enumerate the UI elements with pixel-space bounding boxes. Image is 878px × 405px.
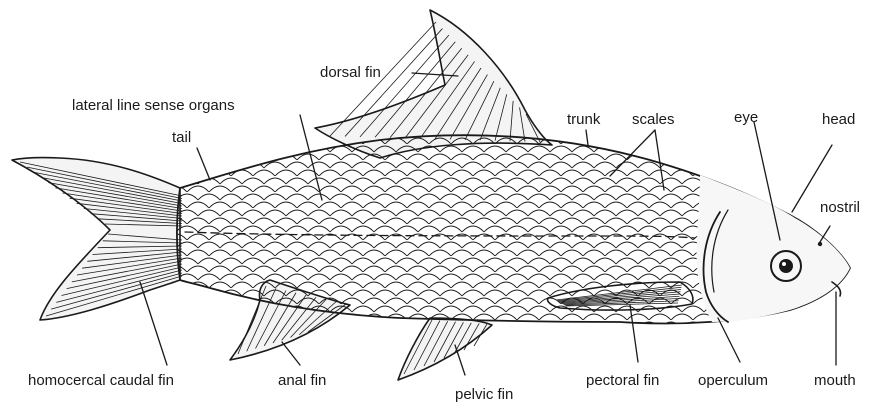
label-pelvic-fin: pelvic fin bbox=[455, 386, 513, 403]
caudal-fin-shape bbox=[12, 158, 182, 320]
label-pectoral-fin: pectoral fin bbox=[586, 372, 659, 389]
label-head: head bbox=[822, 111, 855, 128]
label-anal-fin: anal fin bbox=[278, 372, 326, 389]
label-nostril: nostril bbox=[820, 199, 860, 216]
label-dorsal-fin: dorsal fin bbox=[320, 64, 381, 81]
label-lateral-line: lateral line sense organs bbox=[72, 97, 235, 114]
label-trunk: trunk bbox=[567, 111, 601, 128]
label-eye: eye bbox=[734, 109, 758, 126]
pelvic-fin-shape bbox=[398, 318, 492, 380]
label-caudal-fin: homocercal caudal fin bbox=[28, 372, 174, 389]
label-mouth: mouth bbox=[814, 372, 856, 389]
label-operculum: operculum bbox=[698, 372, 768, 389]
label-tail: tail bbox=[172, 129, 191, 146]
label-scales: scales bbox=[632, 111, 675, 128]
